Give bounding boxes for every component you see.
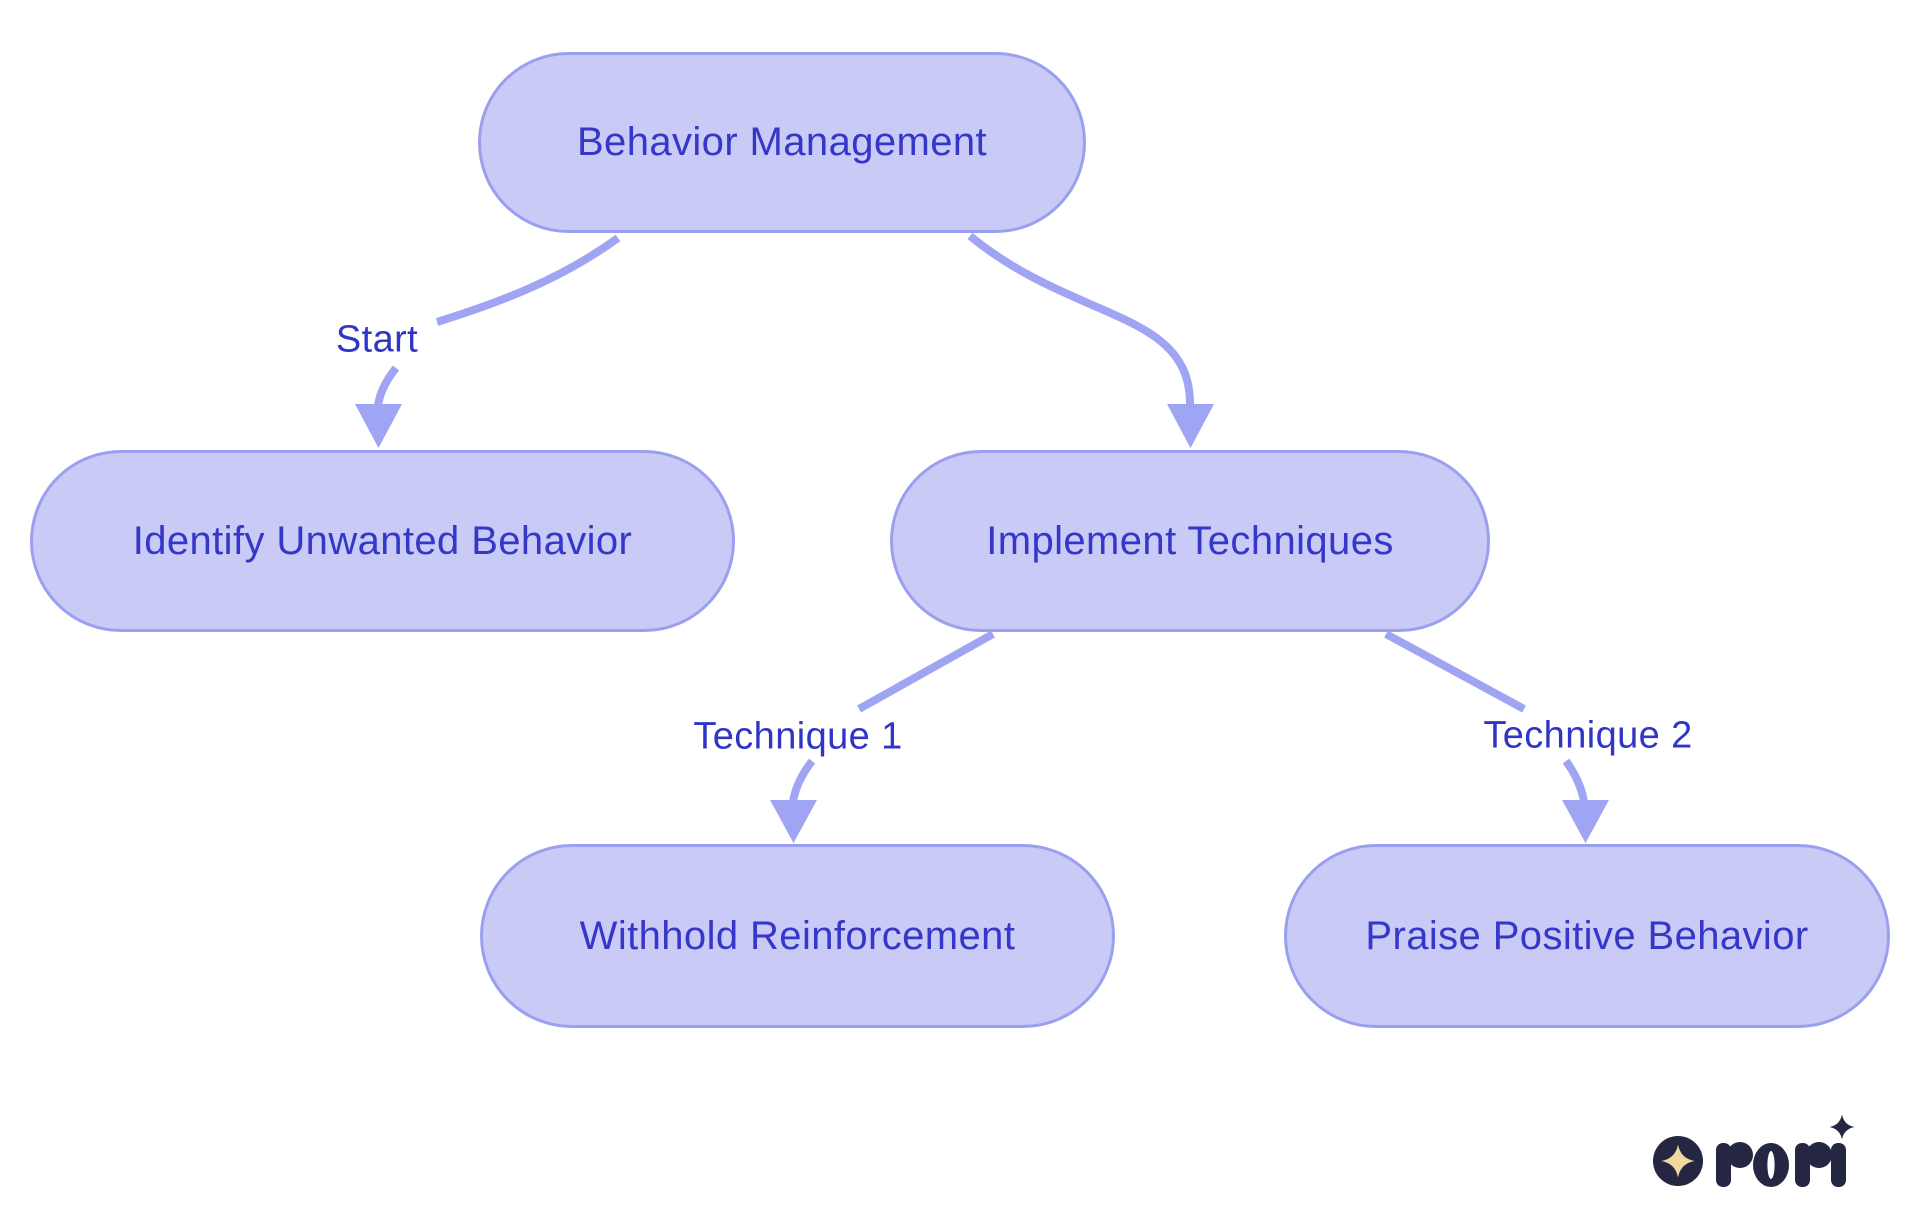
edge-label-technique-2: Technique 2 (1483, 714, 1693, 757)
node-label: Implement Techniques (986, 518, 1394, 563)
edge-label-start: Start (335, 318, 419, 361)
rori-logo (1645, 1112, 1855, 1192)
node-label: Praise Positive Behavior (1365, 913, 1809, 958)
node-label: Identify Unwanted Behavior (132, 518, 633, 563)
edge-label-technique-1: Technique 1 (693, 715, 903, 758)
rori-logo-svg (1653, 1114, 1855, 1187)
edge-technique1-segment-a (857, 630, 995, 713)
node-implement-techniques: Implement Techniques (890, 450, 1490, 632)
node-identify-unwanted-behavior: Identify Unwanted Behavior (30, 450, 735, 632)
logo-wordmark (1716, 1114, 1855, 1187)
edge-technique2-segment-a (1384, 630, 1526, 713)
node-label: Behavior Management (576, 120, 988, 164)
logo-mark-icon (1653, 1136, 1703, 1186)
edge-start-segment-b (374, 365, 400, 407)
arrowhead-withhold-icon (770, 800, 817, 843)
edge-implement-segment (967, 232, 1194, 405)
node-label: Withhold Reinforcement (579, 913, 1016, 958)
node-withhold-reinforcement: Withhold Reinforcement (480, 844, 1115, 1028)
node-behavior-management: Behavior Management (478, 52, 1086, 233)
arrowhead-identify-icon (355, 404, 402, 448)
edge-technique2-segment-b (1562, 758, 1588, 803)
arrowhead-praise-icon (1562, 800, 1609, 843)
arrowhead-implement-icon (1167, 404, 1214, 448)
edge-start-segment-a (435, 234, 621, 326)
edge-technique1-segment-b (789, 758, 816, 803)
node-praise-positive-behavior: Praise Positive Behavior (1284, 844, 1890, 1028)
sparkle-icon (1829, 1114, 1855, 1140)
